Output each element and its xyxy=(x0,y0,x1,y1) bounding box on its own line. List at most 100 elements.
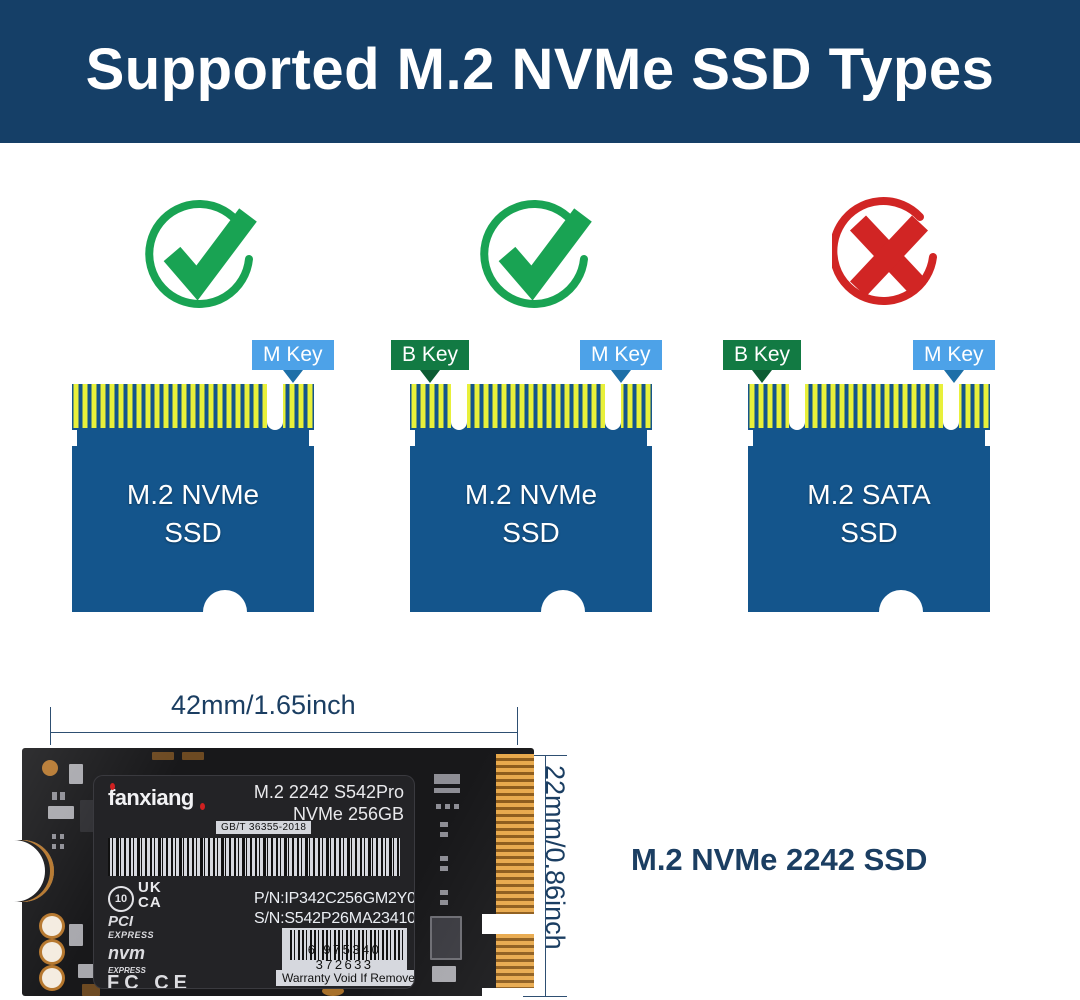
key-badge-label: B Key xyxy=(723,340,802,370)
ukca-line2: CA xyxy=(138,894,162,911)
silkscreen-mark xyxy=(440,890,448,895)
via-pad xyxy=(42,760,58,776)
silkscreen-mark xyxy=(440,856,448,861)
brand-accent-dot xyxy=(110,783,115,790)
silkscreen-mark xyxy=(52,844,56,849)
ssd-card-3: M.2 SATA SSD xyxy=(748,384,990,612)
ean-digits: 6 975340 372633 xyxy=(307,942,382,972)
crystal-oscillator xyxy=(430,916,462,960)
smd-component xyxy=(182,752,204,760)
dim-height-label: 22mm/0.86inch xyxy=(540,765,570,950)
m-key-notch xyxy=(482,914,534,934)
silkscreen-mark xyxy=(60,834,64,839)
cross-circle-icon xyxy=(832,195,952,315)
dim-width-line xyxy=(50,732,518,733)
silkscreen-mark xyxy=(445,804,450,809)
standard-badge: GB/T 36355-2018 xyxy=(216,821,312,834)
model-text: M.2 2242 S542Pro NVMe 256GB xyxy=(254,781,404,825)
silkscreen-mark xyxy=(440,866,448,871)
key-badge-b-2: B Key xyxy=(391,340,470,383)
page-title: Supported M.2 NVMe SSD Types xyxy=(85,37,995,102)
smd-component xyxy=(152,752,174,760)
key-badge-b-3: B Key xyxy=(723,340,802,383)
part-number: P/N:IP342C256GM2Y09DW xyxy=(254,890,414,907)
check-circle-icon-1 xyxy=(145,195,265,315)
pcie-line2: EXPRESS xyxy=(108,930,155,940)
ssd-card-1-line2: SSD xyxy=(164,517,222,548)
gold-finger-lower xyxy=(496,934,534,992)
brand-logo: fanxiang xyxy=(108,785,194,810)
serial-number: S/N:S542P26MA234100129 xyxy=(254,910,414,927)
identifier-text: P/N:IP342C256GM2Y09DW S/N:S542P26MA23410… xyxy=(254,889,414,929)
smd-component xyxy=(82,984,100,996)
nvme-line2: EXPRESS xyxy=(108,966,146,975)
key-badge-label: B Key xyxy=(391,340,470,370)
gold-finger-pins xyxy=(496,934,534,992)
silkscreen-mark xyxy=(440,832,448,837)
test-pad xyxy=(42,942,62,962)
key-badge-pointer xyxy=(752,370,773,383)
dim-width-tick-left xyxy=(50,707,51,745)
ssd-card-1: M.2 NVMe SSD xyxy=(72,384,314,612)
ssd-photo: fanxiang M.2 2242 S542Pro NVMe 256GB GB/… xyxy=(8,748,534,996)
brand-accent-dot xyxy=(200,803,205,810)
ssd-card-3-line2: SSD xyxy=(840,517,898,548)
test-pad xyxy=(42,968,62,988)
silkscreen-mark xyxy=(52,834,56,839)
smd-component xyxy=(80,800,97,832)
test-pad xyxy=(42,916,62,936)
silkscreen-mark xyxy=(60,844,64,849)
ean-bars xyxy=(290,930,404,960)
rohs-icon: 10 xyxy=(108,886,134,912)
ukca-line1: UK xyxy=(138,879,162,896)
nvme-line1: nvm xyxy=(108,943,146,963)
ssd-card-3-line1: M.2 SATA xyxy=(807,479,931,510)
dim-width-tick-right xyxy=(517,707,518,745)
dim-height-line xyxy=(545,755,546,997)
silkscreen-mark xyxy=(440,822,448,827)
smd-component xyxy=(69,764,83,784)
header-banner: Supported M.2 NVMe SSD Types xyxy=(0,0,1080,143)
gold-finger-upper xyxy=(496,754,534,914)
key-badge-pointer xyxy=(420,370,441,383)
key-badge-label: M Key xyxy=(580,340,662,370)
silkscreen-mark xyxy=(454,804,459,809)
key-badge-m-3: M Key xyxy=(913,340,995,383)
model-line1: M.2 2242 S542Pro xyxy=(253,782,404,802)
silkscreen-mark xyxy=(440,900,448,905)
silkscreen-mark xyxy=(436,804,441,809)
check-circle-icon-2 xyxy=(480,195,600,315)
dim-width-label: 42mm/1.65inch xyxy=(171,690,356,720)
silkscreen-mark xyxy=(434,774,460,784)
key-badge-pointer xyxy=(282,370,303,383)
key-badge-pointer xyxy=(943,370,964,383)
model-line2: NVMe 256GB xyxy=(292,804,404,824)
key-badge-m-1: M Key xyxy=(252,340,334,383)
pcie-line1: PCI xyxy=(108,913,134,930)
key-badge-pointer xyxy=(610,370,631,383)
ssd-card-1-line1: M.2 NVMe xyxy=(126,479,260,510)
certification-icons: FC CE xyxy=(107,972,192,988)
silkscreen-mark xyxy=(60,792,65,800)
smd-component xyxy=(432,966,456,982)
key-badge-label: M Key xyxy=(252,340,334,370)
key-badge-m-2: M Key xyxy=(580,340,662,383)
code128-barcode xyxy=(108,838,400,876)
ssd-card-2-line1: M.2 NVMe xyxy=(464,479,598,510)
key-badge-label: M Key xyxy=(913,340,995,370)
product-sticker: fanxiang M.2 2242 S542Pro NVMe 256GB GB/… xyxy=(94,776,414,988)
warranty-seal: Warranty Void If Removed xyxy=(276,970,414,986)
smd-component xyxy=(322,986,344,996)
pci-express-icon: PCI EXPRESS xyxy=(108,913,155,941)
ean-barcode: 6 975340 372633 xyxy=(282,928,407,972)
ssd-card-2: M.2 NVMe SSD xyxy=(410,384,652,612)
board-corner-cut xyxy=(482,988,534,996)
nvm-express-icon: nvm EXPRESS xyxy=(108,943,146,978)
ssd-card-2-line2: SSD xyxy=(502,517,560,548)
gold-finger-pins xyxy=(496,754,534,914)
smd-component xyxy=(48,806,74,819)
ukca-icon: UK CA xyxy=(138,880,162,910)
silkscreen-mark xyxy=(434,788,460,793)
product-caption: M.2 NVMe 2242 SSD xyxy=(631,842,928,877)
smd-component xyxy=(69,924,83,946)
